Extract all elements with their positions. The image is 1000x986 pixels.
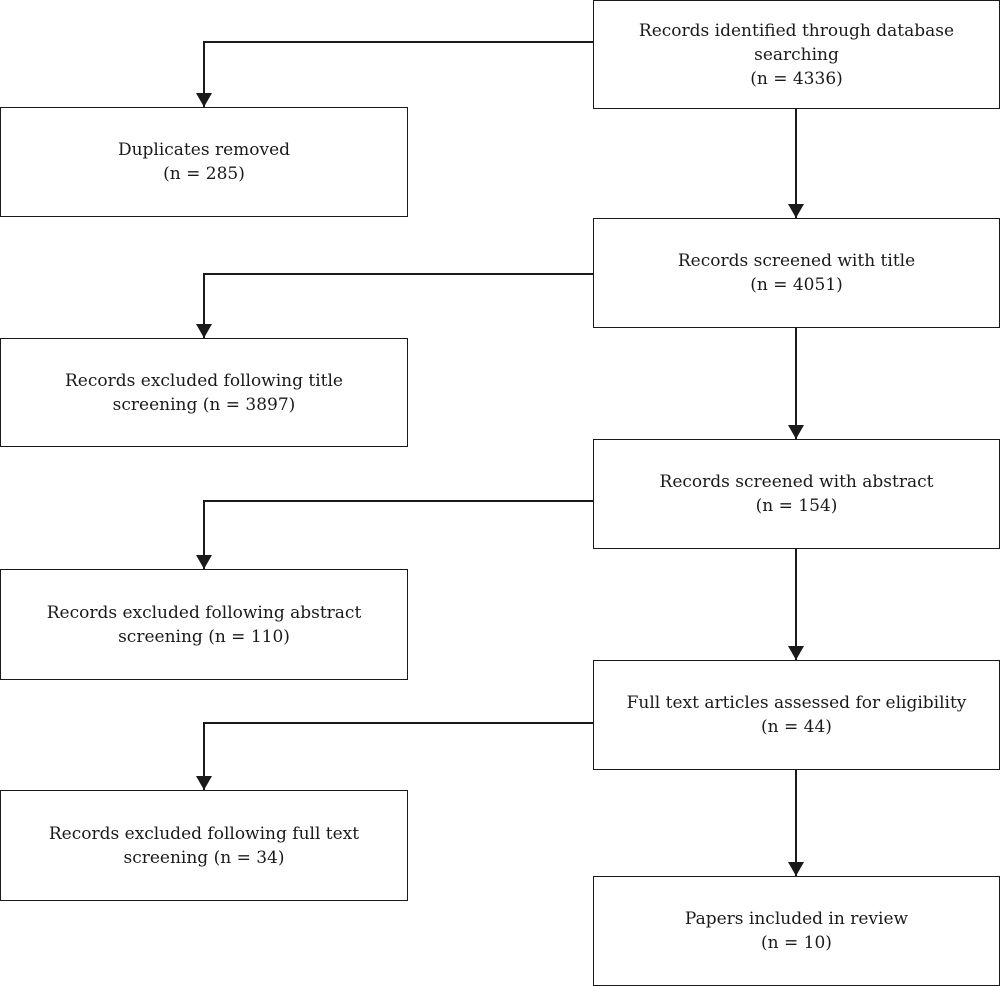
box-text-line: Records identified through database bbox=[638, 20, 955, 41]
box-records-screened-title: Records screened with title (n = 4051) bbox=[593, 218, 1000, 328]
box-text-line: searching bbox=[754, 44, 839, 65]
box-text-line: Records excluded following abstract bbox=[46, 602, 362, 623]
box-text-line: Duplicates removed bbox=[117, 140, 291, 160]
arrowhead-4 bbox=[788, 862, 804, 876]
box-text-line: Records screened with title bbox=[677, 251, 916, 271]
box-excluded-full-text: Records excluded following full text scr… bbox=[0, 790, 408, 901]
box-text-line: Records excluded following title bbox=[65, 370, 343, 391]
arrowhead-8 bbox=[196, 776, 212, 790]
box-excluded-title: Records excluded following title screeni… bbox=[0, 338, 408, 447]
box-text-line: Papers included in review bbox=[684, 909, 909, 929]
box-count: (n = 4336) bbox=[750, 68, 843, 89]
box-count: (n = 10) bbox=[761, 933, 832, 953]
arrowhead-5 bbox=[196, 93, 212, 107]
arrowhead-7 bbox=[196, 555, 212, 569]
arrowhead-1 bbox=[788, 204, 804, 218]
branch-duplicates bbox=[203, 41, 593, 107]
box-count: (n = 44) bbox=[761, 717, 832, 737]
box-text-line: screening (n = 3897) bbox=[112, 394, 296, 415]
box-records-identified: Records identified through database sear… bbox=[593, 0, 1000, 109]
box-count: (n = 285) bbox=[163, 164, 245, 184]
box-full-text-assessed: Full text articles assessed for eligibil… bbox=[593, 660, 1000, 770]
box-count: (n = 154) bbox=[755, 496, 838, 516]
box-excluded-abstract: Records excluded following abstract scre… bbox=[0, 569, 408, 680]
box-text-line: screening (n = 34) bbox=[123, 847, 285, 868]
box-text-line: Full text articles assessed for eligibil… bbox=[626, 693, 967, 713]
arrowhead-2 bbox=[788, 425, 804, 439]
box-papers-included: Papers included in review (n = 10) bbox=[593, 876, 1000, 986]
box-text-line: Records excluded following full text bbox=[48, 823, 360, 844]
branch-fulltext-exclusion bbox=[203, 722, 593, 790]
box-records-screened-abstract: Records screened with abstract (n = 154) bbox=[593, 439, 1000, 549]
box-text-line: Records screened with abstract bbox=[659, 472, 934, 492]
box-text-line: screening (n = 110) bbox=[118, 626, 290, 647]
arrowhead-3 bbox=[788, 646, 804, 660]
branch-abstract-exclusion bbox=[203, 500, 593, 569]
branch-title-exclusion bbox=[203, 273, 593, 338]
box-duplicates-removed: Duplicates removed (n = 285) bbox=[0, 107, 408, 217]
arrowhead-6 bbox=[196, 324, 212, 338]
box-count: (n = 4051) bbox=[750, 275, 843, 295]
